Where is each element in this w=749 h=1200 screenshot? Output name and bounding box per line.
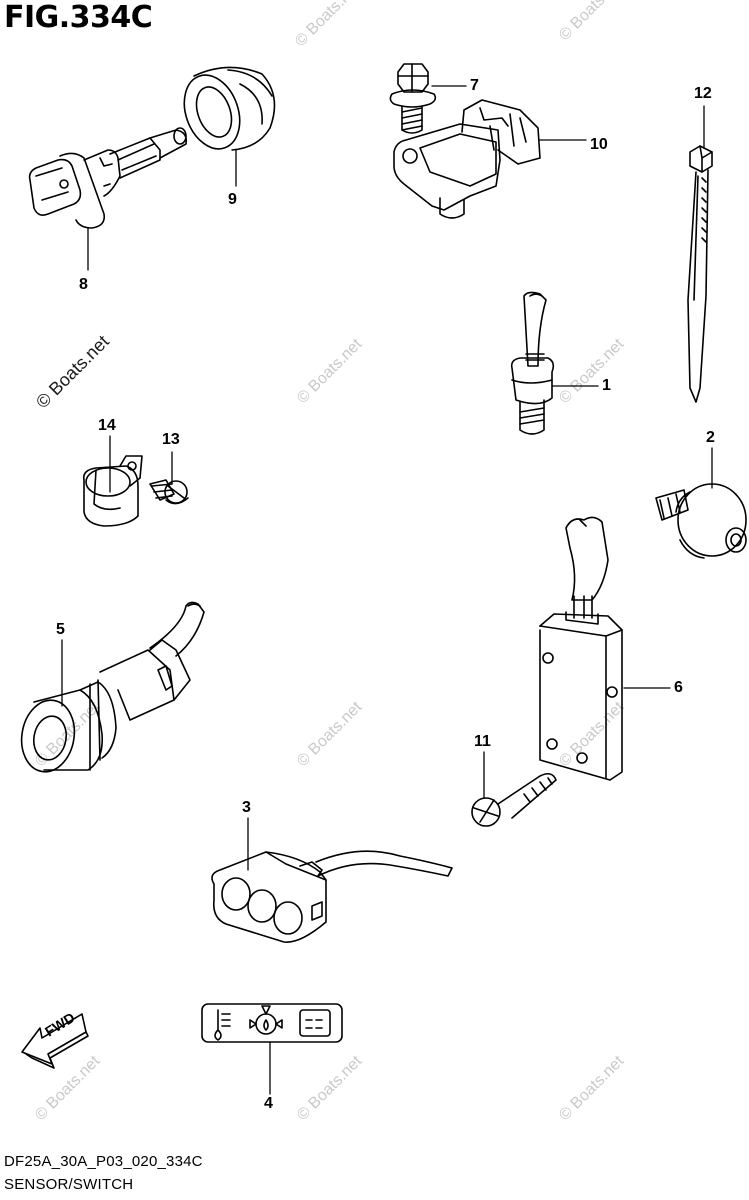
part-6-switch [540, 517, 622, 780]
callout-7: 7 [470, 77, 479, 94]
callout-14: 14 [98, 417, 116, 434]
figure-caption: SENSOR/SWITCH [4, 1176, 134, 1193]
part-5-pressure-switch [16, 602, 204, 776]
leader-lines [62, 86, 712, 1094]
fwd-arrow-icon [22, 1014, 88, 1068]
callout-8: 8 [79, 276, 88, 293]
part-3-indicator-module [212, 851, 452, 942]
part-11-bolt [472, 774, 556, 826]
part-1-temperature-sensor [512, 292, 554, 434]
part-4-indicator-label [202, 1004, 342, 1042]
callout-13: 13 [162, 431, 180, 448]
callout-12: 12 [694, 85, 712, 102]
part-13-bolt [150, 480, 188, 504]
callout-10: 10 [590, 136, 608, 153]
part-8-sensor [30, 128, 187, 228]
part-2-knock-sensor [656, 484, 746, 558]
callout-2: 2 [706, 429, 715, 446]
figure-code: DF25A_30A_P03_020_334C [4, 1153, 203, 1170]
callout-3: 3 [242, 799, 251, 816]
callout-9: 9 [228, 191, 237, 208]
callout-4: 4 [264, 1095, 273, 1112]
callout-1: 1 [602, 377, 611, 394]
part-14-clamp [84, 456, 142, 526]
part-12-cable-tie [688, 146, 712, 402]
callout-5: 5 [56, 621, 65, 638]
figure-title: FIG.334C [4, 0, 153, 35]
callout-11: 11 [474, 733, 491, 750]
callout-6: 6 [674, 679, 683, 696]
part-9-grommet [175, 67, 275, 156]
part-10-map-sensor [394, 100, 540, 218]
part-7-bolt [390, 64, 435, 133]
